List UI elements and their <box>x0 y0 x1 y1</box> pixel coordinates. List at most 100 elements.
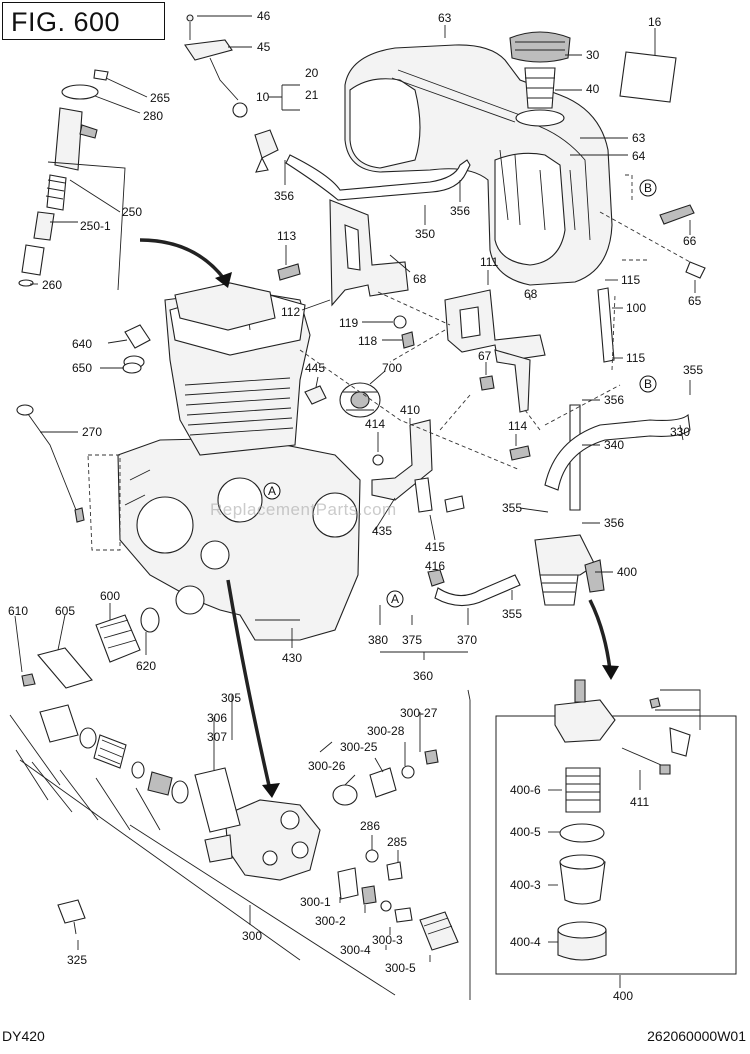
oring-650 <box>122 362 142 374</box>
washer-300-28 <box>401 765 415 779</box>
callout-65: 65 <box>688 294 702 308</box>
filter-detail-parts <box>554 679 691 961</box>
callout-46: 46 <box>257 9 271 23</box>
callout-340: 340 <box>604 438 624 452</box>
callout-360: 360 <box>413 669 433 683</box>
fuel-line-370 <box>434 574 521 607</box>
ref-marker-b1 <box>639 179 657 197</box>
callout-700: 700 <box>382 361 402 375</box>
callout-355c: 355 <box>502 607 522 621</box>
oring-620 <box>140 607 160 633</box>
leader-lines <box>9 15 701 1000</box>
callout-356a: 356 <box>274 189 294 203</box>
ring-c <box>171 780 189 804</box>
fitting-300-25 <box>369 767 397 798</box>
pump-body-300 <box>204 799 321 881</box>
callout-112: 112 <box>281 305 300 319</box>
seat-300-2 <box>361 885 377 905</box>
callout-10: 10 <box>256 90 270 104</box>
callout-270: 270 <box>82 425 102 439</box>
engine-block <box>117 282 361 641</box>
filter-detail-box <box>495 715 737 975</box>
oil-cap-640 <box>124 324 151 349</box>
oring-300-4 <box>380 900 392 912</box>
callout-115b: 115 <box>626 351 645 365</box>
callout-300-25: 300-25 <box>340 740 378 754</box>
gasket-605 <box>37 647 93 689</box>
callout-16: 16 <box>648 15 662 29</box>
valve-300-1 <box>337 867 359 900</box>
callout-119: 119 <box>339 316 358 330</box>
callout-300-28: 300-28 <box>367 724 405 738</box>
callout-610: 610 <box>8 604 28 618</box>
nut-67 <box>479 375 495 391</box>
callout-620: 620 <box>136 659 156 673</box>
dipstick-270 <box>16 404 121 551</box>
clamp-65 <box>685 261 706 279</box>
callout-400-6: 400-6 <box>510 783 541 797</box>
callout-280: 280 <box>143 109 163 123</box>
fitting-325 <box>57 899 86 924</box>
ring-b <box>131 761 145 779</box>
callout-100: 100 <box>626 301 646 315</box>
sleeve <box>39 704 79 743</box>
callout-250-1: 250-1 <box>80 219 111 233</box>
element-600 <box>95 614 141 663</box>
injector-assembly <box>18 69 126 291</box>
callout-64: 64 <box>632 149 646 163</box>
callout-300-5: 300-5 <box>385 961 416 975</box>
spring-300-3 <box>394 907 413 923</box>
callout-414: 414 <box>365 417 385 431</box>
callout-350: 350 <box>415 227 435 241</box>
tank-cap <box>509 31 571 127</box>
hose-330 <box>544 413 691 491</box>
ref-a1-label: A <box>268 484 276 498</box>
spring <box>93 734 127 769</box>
callout-63b: 63 <box>632 131 646 145</box>
callout-labels: 46 45 63 16 30 20 21 10 40 265 280 63 64… <box>8 9 703 1003</box>
washer-286 <box>365 849 379 863</box>
callout-400-4: 400-4 <box>510 935 541 949</box>
callout-40: 40 <box>586 82 600 96</box>
callout-21: 21 <box>305 88 319 102</box>
callout-300-1: 300-1 <box>300 895 331 909</box>
callout-285: 285 <box>387 835 407 849</box>
ref-b1-label: B <box>644 181 652 195</box>
callout-250: 250 <box>122 205 142 219</box>
callout-307: 307 <box>207 730 227 744</box>
gasket-307 <box>194 767 241 833</box>
callout-306: 306 <box>207 711 227 725</box>
label-plate <box>619 51 677 103</box>
callout-66: 66 <box>683 234 697 248</box>
callout-600: 600 <box>100 589 120 603</box>
fuel-hose-350 <box>285 154 471 201</box>
callout-115a: 115 <box>621 273 640 287</box>
callout-325: 325 <box>67 953 87 967</box>
callout-400a: 400 <box>617 565 637 579</box>
callout-114: 114 <box>508 419 527 433</box>
callout-410: 410 <box>400 403 420 417</box>
callout-260: 260 <box>42 278 62 292</box>
plug-285 <box>386 861 403 881</box>
callout-355b: 355 <box>502 501 522 515</box>
callout-416: 416 <box>425 559 445 573</box>
figure-title: FIG. 600 <box>11 7 121 37</box>
banjo-375 <box>427 569 445 587</box>
callout-370: 370 <box>457 633 477 647</box>
callout-435: 435 <box>372 524 392 538</box>
callout-330: 330 <box>670 425 690 439</box>
washer-119 <box>393 315 407 329</box>
reference-markers: A A B B <box>263 174 657 608</box>
fuel-tank <box>344 44 613 286</box>
ref-marker-a2 <box>386 590 404 608</box>
bracket-45 <box>184 14 248 118</box>
bolt-113 <box>277 263 301 281</box>
figure-title-box: FIG. 600 <box>2 2 165 40</box>
bolt-114 <box>509 445 531 461</box>
callout-640: 640 <box>72 337 92 351</box>
callout-605: 605 <box>55 604 75 618</box>
model-code: DY420 <box>2 1028 45 1044</box>
bolt-300-27 <box>424 749 439 765</box>
